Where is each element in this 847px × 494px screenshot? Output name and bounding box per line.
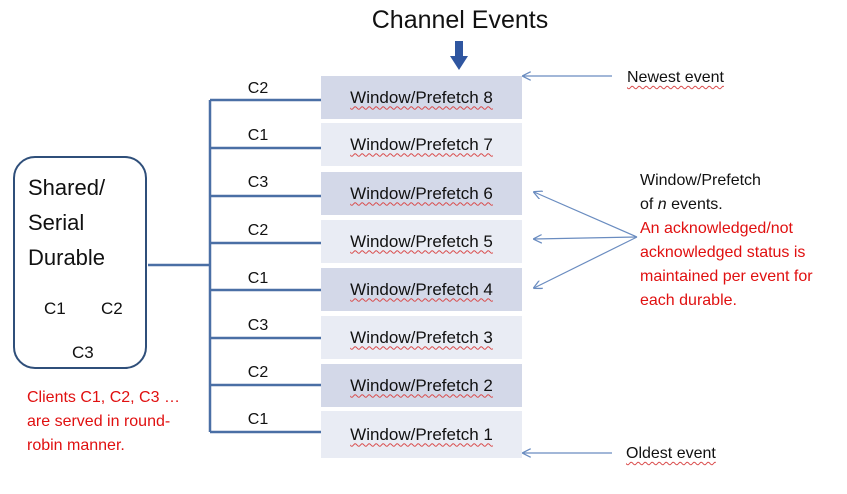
event-label: Window/Prefetch 4 xyxy=(350,279,493,299)
durable-box xyxy=(13,156,147,369)
clients-note: Clients C1, C2, C3 … are served in round… xyxy=(27,386,180,458)
event-row: Window/Prefetch 4 xyxy=(321,268,522,311)
status-note-line: each durable. xyxy=(640,292,737,309)
event-label: Window/Prefetch 6 xyxy=(350,183,493,203)
durable-line: Durable xyxy=(28,245,106,270)
oldest-event-note: Oldest event xyxy=(626,445,716,462)
event-label: Window/Prefetch 5 xyxy=(350,231,493,251)
client-label: C1 xyxy=(247,411,269,428)
window-arrow-5 xyxy=(534,237,638,239)
clients-note-line: robin manner. xyxy=(27,437,125,454)
event-row: Window/Prefetch 5 xyxy=(321,220,522,263)
connector-lines xyxy=(148,98,321,434)
durable-line: Shared/ xyxy=(28,175,106,200)
diagram-title: Channel Events xyxy=(371,6,549,34)
client-label: C3 xyxy=(247,174,269,191)
event-row: Window/Prefetch 8 xyxy=(321,76,522,119)
cycle-label-c3: C3 xyxy=(72,343,94,362)
window-note-title: Window/Prefetch xyxy=(640,172,761,189)
event-label: Window/Prefetch 2 xyxy=(350,375,493,395)
event-row: Window/Prefetch 2 xyxy=(321,364,522,407)
down-arrow-icon xyxy=(450,41,468,70)
event-row: Window/Prefetch 1 xyxy=(321,411,522,458)
client-label: C2 xyxy=(247,222,269,239)
clients-note-line: are served in round- xyxy=(27,413,171,430)
client-label: C3 xyxy=(247,317,269,334)
cycle-label-c1: C1 xyxy=(44,299,66,318)
status-note-line: maintained per event for xyxy=(640,268,813,285)
client-label: C1 xyxy=(247,127,269,144)
client-label: C1 xyxy=(247,270,269,287)
event-label: Window/Prefetch 7 xyxy=(350,134,493,154)
clients-note-line: Clients C1, C2, C3 … xyxy=(27,389,180,406)
event-row: Window/Prefetch 7 xyxy=(321,123,522,166)
status-note-line: acknowledged status is xyxy=(640,244,806,261)
newest-event-note: Newest event xyxy=(627,69,724,86)
event-label: Window/Prefetch 8 xyxy=(350,87,493,107)
cycle-label-c2: C2 xyxy=(101,299,123,318)
event-label: Window/Prefetch 3 xyxy=(350,327,493,347)
window-prefetch-note: Window/Prefetch of n events. An acknowle… xyxy=(640,169,813,313)
event-row: Window/Prefetch 3 xyxy=(321,316,522,359)
window-arrow-4 xyxy=(534,236,638,288)
event-label: Window/Prefetch 1 xyxy=(350,424,493,444)
event-row: Window/Prefetch 6 xyxy=(321,172,522,215)
durable-line: Serial xyxy=(28,210,85,235)
window-note-count: of n events. xyxy=(640,196,723,213)
window-arrow-6 xyxy=(534,192,638,238)
status-note-line: An acknowledged/not xyxy=(640,220,793,237)
client-label: C2 xyxy=(247,80,269,97)
client-label: C2 xyxy=(247,364,269,381)
